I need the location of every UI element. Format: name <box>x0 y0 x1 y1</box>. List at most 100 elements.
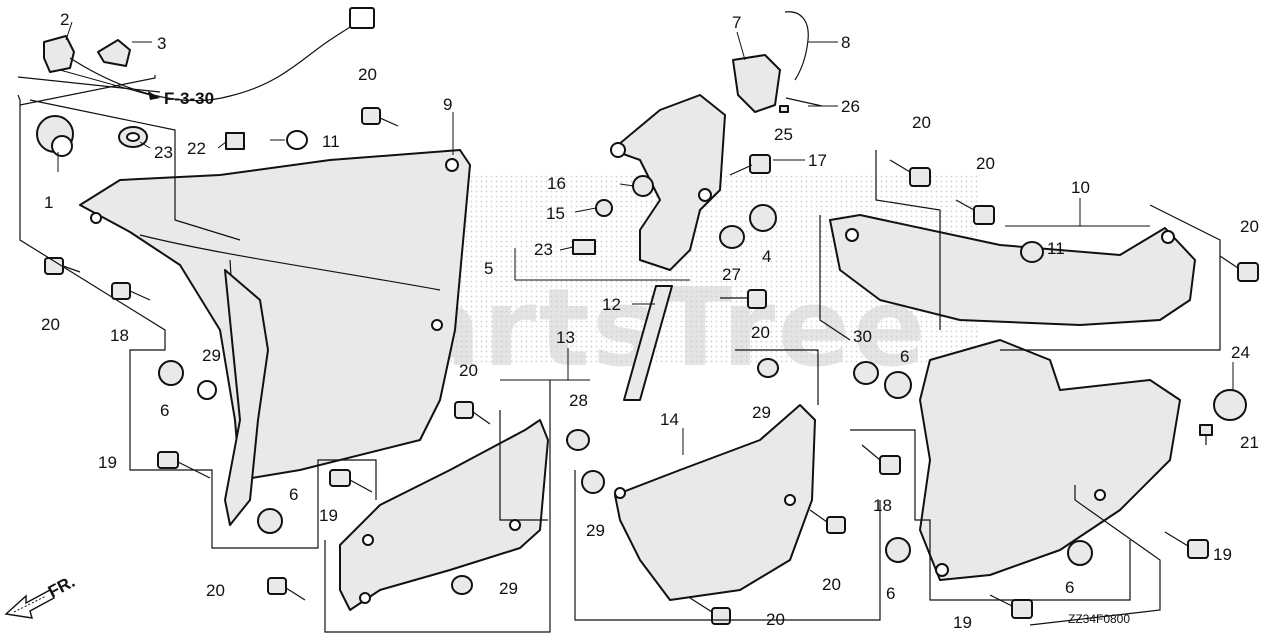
callout-8: 8 <box>841 33 850 52</box>
bolt-20-r2 <box>955 199 995 225</box>
bolt-20-p14a <box>809 509 846 534</box>
bolt-19-bottom <box>989 594 1033 619</box>
grommet-29-c <box>581 470 605 494</box>
cap-25 <box>1213 389 1247 421</box>
callout-19a: 19 <box>98 453 117 472</box>
callout-20i: 20 <box>1240 217 1259 236</box>
callout-labels: 1 2 3 4 5 6 6 6 6 6 7 8 9 10 11 11 12 13… <box>41 10 1259 632</box>
bolt-18-right <box>861 444 901 475</box>
callout-5: 5 <box>484 259 493 278</box>
callout-4: 4 <box>762 247 771 266</box>
callout-6d: 6 <box>886 584 895 603</box>
callout-14: 14 <box>660 410 679 429</box>
bolt-20-top <box>361 107 399 127</box>
connector-2-drawing <box>43 7 375 102</box>
knob-1-drawing <box>36 115 74 157</box>
nut-15 <box>595 199 613 217</box>
callout-23b: 23 <box>534 240 553 259</box>
callout-20b: 20 <box>41 315 60 334</box>
pin-27 <box>785 97 823 107</box>
callout-25: 24 <box>1231 343 1250 362</box>
latch-7-drawing <box>732 54 781 113</box>
bracket-9-lower <box>224 269 269 526</box>
callout-19b: 19 <box>319 506 338 525</box>
callout-20e: 20 <box>766 610 785 629</box>
callout-24: 23 <box>154 143 173 162</box>
callout-22: 21 <box>1240 433 1259 452</box>
group-boxes <box>17 75 1221 633</box>
bolt-21 <box>720 289 767 309</box>
callout-26: 25 <box>774 125 793 144</box>
callout-10: 10 <box>1071 178 1090 197</box>
grommet-29-b <box>451 575 473 595</box>
pin-26 <box>779 105 789 113</box>
screw-22 <box>1199 424 1213 445</box>
grommet-29-d <box>757 358 779 378</box>
diagram-code: ZZ34F0800 <box>1068 612 1130 626</box>
grommet-6-lowleft <box>257 508 283 534</box>
grommet-29-a <box>566 429 590 451</box>
bolt-20-r3 <box>1219 255 1259 282</box>
bolt-19-right <box>1164 531 1209 559</box>
callout-20f: 20 <box>822 575 841 594</box>
bolt-19-mid <box>329 469 373 493</box>
plug-11a-drawing <box>286 130 308 150</box>
callout-27: 26 <box>841 97 860 116</box>
callout-15: 15 <box>546 204 565 223</box>
reference-label: F-3-30 <box>164 89 214 108</box>
grommet-6-right2 <box>885 537 911 563</box>
callout-20d: 20 <box>206 581 225 600</box>
callout-11b: 11 <box>1047 239 1065 258</box>
callout-13: 13 <box>556 328 575 347</box>
bracket-center-drawing <box>610 94 726 271</box>
reference-arrow: F-3-30 <box>59 69 214 108</box>
bolt-18-left <box>111 282 151 301</box>
callout-19c: 19 <box>1213 545 1232 564</box>
callout-19d: 19 <box>953 613 972 632</box>
callout-30b: 30 <box>853 327 872 346</box>
plug-11b <box>1020 241 1044 263</box>
callout-28: 27 <box>722 265 741 284</box>
callout-3: 3 <box>157 34 166 53</box>
panel-10-drawing <box>829 214 1196 581</box>
callout-6b: 6 <box>289 485 298 504</box>
bolt-20-r1 <box>889 159 931 187</box>
grommet-6-left <box>158 360 217 400</box>
callout-29d: 29 <box>752 403 771 422</box>
callout-6e: 6 <box>1065 578 1074 597</box>
callout-20h: 20 <box>976 154 995 173</box>
callout-20g: 20 <box>912 113 931 132</box>
grommet-16 <box>632 175 654 197</box>
grommet-30-right <box>853 361 879 385</box>
callout-18b: 18 <box>873 496 892 515</box>
bolt-20-mid <box>454 401 491 425</box>
callout-6c: 6 <box>900 347 909 366</box>
callout-29b: 29 <box>499 579 518 598</box>
clip-3-drawing <box>97 39 131 67</box>
callout-7: 7 <box>732 13 741 32</box>
nut-23a-drawing <box>225 132 245 150</box>
callout-29c: 29 <box>586 521 605 540</box>
callout-29a: 28 <box>569 391 588 410</box>
callout-17: 17 <box>808 151 827 170</box>
callout-18a: 18 <box>110 326 129 345</box>
panel-13-drawing <box>339 419 549 611</box>
panel-9-drawing <box>79 149 471 481</box>
callout-6a: 6 <box>160 401 169 420</box>
callout-21: 20 <box>751 323 770 342</box>
callout-12: 12 <box>602 295 621 314</box>
leader-lines <box>57 21 1234 455</box>
clip-23b <box>572 239 596 255</box>
callout-23a: 22 <box>187 139 206 158</box>
spring-8-drawing <box>784 11 809 81</box>
grommet-6-right3 <box>1067 540 1093 566</box>
grommet-4 <box>749 204 777 232</box>
callout-16: 16 <box>547 174 566 193</box>
grommet-28 <box>719 225 745 249</box>
callout-30a: 29 <box>202 346 221 365</box>
bolt-19-left <box>157 451 211 479</box>
bolt-20-lower <box>267 577 306 601</box>
callout-2: 2 <box>60 10 69 29</box>
panel-14-drawing <box>614 404 816 601</box>
